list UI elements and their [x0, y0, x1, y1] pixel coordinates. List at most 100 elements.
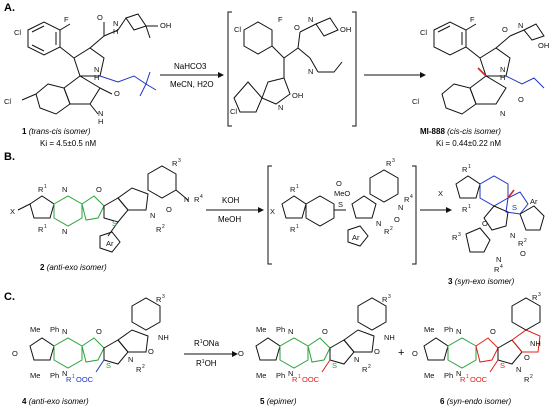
svg-text:1: 1: [298, 374, 301, 380]
svg-text:R: R: [532, 293, 538, 302]
svg-text:R: R: [452, 233, 458, 242]
svg-text:S: S: [106, 361, 111, 370]
svg-text:1: 1: [44, 224, 47, 230]
svg-text:O: O: [97, 13, 103, 22]
svg-text:O: O: [374, 347, 380, 356]
svg-text:O: O: [518, 95, 524, 104]
svg-text:S: S: [500, 361, 505, 370]
svg-text:N: N: [398, 203, 403, 212]
svg-text:S: S: [338, 200, 343, 209]
svg-text:N: N: [354, 355, 359, 364]
svg-text:3: 3: [162, 294, 165, 300]
svg-text:Ph: Ph: [50, 371, 59, 380]
svg-text:R: R: [38, 185, 44, 194]
svg-text:X: X: [10, 207, 15, 216]
compound-4-label: 4 (anti-exo isomer): [22, 397, 89, 406]
compound-1-ki: Ki = 4.5±0.5 nM: [40, 139, 97, 148]
compound-4-structure: [29, 297, 161, 373]
svg-text:1: 1: [44, 184, 47, 190]
svg-text:O: O: [412, 349, 418, 358]
svg-text:R: R: [38, 225, 44, 234]
svg-text:O: O: [502, 25, 508, 34]
svg-text:N: N: [500, 109, 505, 118]
svg-text:O: O: [490, 327, 496, 336]
svg-text:Cl: Cl: [230, 107, 237, 116]
svg-text:N: N: [113, 19, 118, 28]
svg-text:OOC: OOC: [76, 375, 94, 384]
svg-text:N: N: [500, 65, 505, 74]
svg-text:2: 2: [368, 364, 371, 370]
svg-text:O: O: [322, 327, 328, 336]
svg-text:N: N: [128, 355, 133, 364]
svg-text:MeO: MeO: [334, 189, 350, 198]
panel-b-label: B.: [4, 151, 15, 163]
svg-text:F: F: [64, 15, 69, 24]
svg-text:O: O: [96, 327, 102, 336]
svg-text:R: R: [290, 185, 296, 194]
arrow-a1: NaHCO3 MeCN, H2O: [160, 62, 224, 89]
reagent-b-bottom: MeOH: [218, 215, 241, 224]
svg-text:R: R: [460, 375, 466, 384]
svg-text:O: O: [394, 215, 400, 224]
svg-text:R: R: [382, 295, 388, 304]
svg-text:Cl: Cl: [14, 28, 21, 37]
panel-a: A.: [4, 2, 549, 148]
intermediate-a-atoms: Cl F O N OH N Cl N OH: [230, 15, 351, 116]
svg-text:1: 1: [466, 374, 469, 380]
svg-text:4: 4: [410, 194, 413, 200]
svg-text:F: F: [278, 15, 283, 24]
svg-text:R: R: [386, 159, 392, 168]
svg-text:O: O: [148, 347, 154, 356]
reagent-a-top: NaHCO3: [174, 62, 207, 71]
svg-text:N: N: [516, 365, 521, 374]
compound-1-number: 1 (trans-cis isomer): [22, 127, 91, 136]
svg-text:O: O: [166, 205, 172, 214]
reagent-c-bottom: R1OH: [196, 359, 217, 368]
arrow-b2: [420, 207, 452, 213]
svg-text:R: R: [156, 225, 162, 234]
svg-text:3: 3: [538, 292, 541, 298]
svg-text:1: 1: [72, 374, 75, 380]
svg-text:X: X: [438, 189, 443, 198]
svg-text:S: S: [512, 203, 517, 212]
compound-6-structure: [423, 297, 541, 373]
svg-text:N: N: [278, 103, 283, 112]
plus-sign: +: [398, 347, 404, 359]
svg-text:N: N: [62, 227, 67, 236]
svg-text:R: R: [292, 375, 298, 384]
mi-888-structure: [433, 21, 545, 115]
svg-text:2: 2: [390, 226, 393, 232]
svg-text:Ar: Ar: [530, 197, 538, 206]
arrow-c1: R1ONa R1OH: [184, 339, 238, 368]
svg-text:O: O: [238, 349, 244, 358]
svg-text:2: 2: [530, 374, 533, 380]
svg-text:F: F: [470, 15, 475, 24]
svg-text:R: R: [494, 265, 500, 274]
svg-text:R: R: [194, 195, 200, 204]
svg-text:R: R: [136, 365, 142, 374]
svg-text:S: S: [332, 361, 337, 370]
svg-text:Cl: Cl: [412, 97, 419, 106]
compound-5-label: 5 (epimer): [260, 397, 297, 406]
svg-text:R: R: [384, 227, 390, 236]
svg-text:N: N: [98, 109, 103, 118]
svg-text:N: N: [62, 369, 67, 378]
svg-text:4: 4: [500, 264, 503, 270]
svg-text:N: N: [308, 15, 313, 24]
svg-text:N: N: [510, 231, 515, 240]
compound-2-structure: [17, 165, 189, 253]
svg-text:2: 2: [524, 238, 527, 244]
compound-3-structure: [455, 175, 545, 253]
panel-a-label: A.: [4, 2, 15, 14]
svg-text:3: 3: [392, 158, 395, 164]
svg-text:O: O: [524, 353, 530, 362]
intermediate-a-bracket: [227, 11, 357, 127]
svg-text:N: N: [94, 65, 99, 74]
svg-text:R: R: [462, 205, 468, 214]
svg-text:Me: Me: [424, 371, 434, 380]
